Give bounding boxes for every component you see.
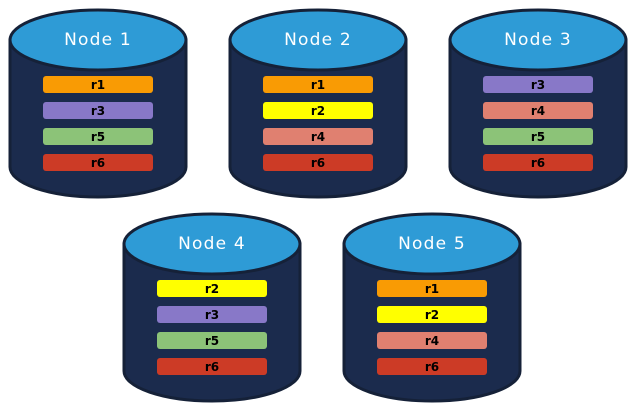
replica-stack: r1 r2 r4 r6 bbox=[228, 76, 408, 171]
replica-label: r3 bbox=[204, 307, 220, 322]
replica-stack: r1 r3 r5 r6 bbox=[8, 76, 188, 171]
replica-bar[interactable]: r5 bbox=[43, 128, 153, 145]
replica-stack: r3 r4 r5 r6 bbox=[448, 76, 628, 171]
replica-label: r1 bbox=[424, 281, 440, 296]
replica-bar[interactable]: r3 bbox=[157, 306, 267, 323]
replica-label: r2 bbox=[424, 307, 440, 322]
replica-bar[interactable]: r3 bbox=[43, 102, 153, 119]
replica-label: r5 bbox=[90, 129, 106, 144]
replica-label: r1 bbox=[310, 77, 326, 92]
replica-label: r6 bbox=[310, 155, 326, 170]
replica-bar[interactable]: r2 bbox=[377, 306, 487, 323]
replica-label: r6 bbox=[424, 359, 440, 374]
replica-bar[interactable]: r2 bbox=[157, 280, 267, 297]
replica-bar[interactable]: r4 bbox=[483, 102, 593, 119]
replica-bar[interactable]: r6 bbox=[483, 154, 593, 171]
replica-bar[interactable]: r6 bbox=[43, 154, 153, 171]
replica-label: r1 bbox=[90, 77, 106, 92]
replica-bar[interactable]: r6 bbox=[263, 154, 373, 171]
replica-label: r5 bbox=[530, 129, 546, 144]
replica-bar[interactable]: r1 bbox=[43, 76, 153, 93]
replica-label: r2 bbox=[310, 103, 326, 118]
replica-bar[interactable]: r5 bbox=[483, 128, 593, 145]
replica-bar[interactable]: r4 bbox=[263, 128, 373, 145]
replica-bar[interactable]: r5 bbox=[157, 332, 267, 349]
replica-label: r4 bbox=[530, 103, 546, 118]
replica-label: r3 bbox=[530, 77, 546, 92]
replica-bar[interactable]: r6 bbox=[157, 358, 267, 375]
replica-label: r5 bbox=[204, 333, 220, 348]
replica-bar[interactable]: r4 bbox=[377, 332, 487, 349]
replica-label: r6 bbox=[204, 359, 220, 374]
replica-label: r3 bbox=[90, 103, 106, 118]
replica-bar[interactable]: r3 bbox=[483, 76, 593, 93]
replica-bar[interactable]: r6 bbox=[377, 358, 487, 375]
replica-label: r6 bbox=[90, 155, 106, 170]
replica-label: r4 bbox=[424, 333, 440, 348]
replica-label: r6 bbox=[530, 155, 546, 170]
replica-bar[interactable]: r1 bbox=[377, 280, 487, 297]
replica-bar[interactable]: r1 bbox=[263, 76, 373, 93]
replica-stack: r2 r3 r5 r6 bbox=[122, 280, 302, 375]
replica-label: r2 bbox=[204, 281, 220, 296]
replica-label: r4 bbox=[310, 129, 326, 144]
replica-stack: r1 r2 r4 r6 bbox=[342, 280, 522, 375]
replica-bar[interactable]: r2 bbox=[263, 102, 373, 119]
